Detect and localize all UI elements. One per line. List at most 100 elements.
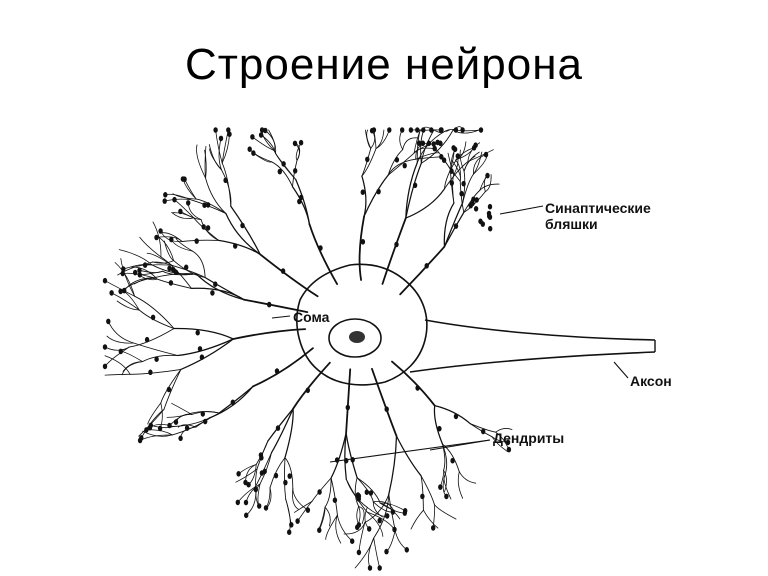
synaptic-bouton-106 <box>106 318 111 325</box>
dendrite-branch-192 <box>163 368 182 410</box>
synaptic-bouton-158 <box>385 513 390 519</box>
synaptic-bouton-176 <box>367 565 373 571</box>
dendrite-branch-182 <box>122 361 143 372</box>
synaptic-bouton-83 <box>137 272 142 278</box>
dendrite-branch-286 <box>388 493 396 531</box>
synaptic-bouton-26 <box>360 189 365 195</box>
dendrite-branches <box>104 126 513 569</box>
synaptic-bouton-68 <box>205 225 211 231</box>
dendrite-branch-178 <box>133 342 179 356</box>
dendrite-branch-212 <box>175 414 193 423</box>
synaptic-bouton-168 <box>334 457 340 463</box>
synaptic-bouton-163 <box>317 527 322 533</box>
synaptic-bouton-152 <box>364 489 369 496</box>
dendrite-branch-132 <box>195 273 245 301</box>
synaptic-bouton-6 <box>293 168 298 174</box>
synaptic-bouton-167 <box>332 497 338 504</box>
synaptic-bouton-99 <box>109 290 114 296</box>
synaptic-bouton-56 <box>453 223 459 229</box>
slide-title: Строение нейрона <box>185 40 583 89</box>
synaptic-bouton-182 <box>437 425 442 432</box>
dendrite-branch-201 <box>142 430 173 437</box>
synaptic-bouton-126 <box>274 368 280 374</box>
dendrite-branch-300 <box>443 470 447 493</box>
dendrite-branch-296 <box>458 471 477 484</box>
dendrite-branch-226 <box>259 452 272 485</box>
dendrite-branch-86 <box>484 174 492 192</box>
dendrite-branch-293 <box>391 360 436 407</box>
synaptic-bouton-174 <box>384 548 389 555</box>
synaptic-bouton-3 <box>277 168 282 175</box>
dendrite-branch-55 <box>467 142 481 162</box>
dendrite-branch-68 <box>399 245 446 296</box>
synaptic-bouton-157 <box>367 526 372 532</box>
dendrite-branch-115 <box>171 212 195 220</box>
dendrite-branch-56 <box>405 162 422 219</box>
synaptic-bouton-1 <box>247 146 252 152</box>
synaptic-bouton-123 <box>173 419 179 425</box>
synaptic-bouton-171 <box>420 493 425 500</box>
dendrite-branch-186 <box>129 368 182 375</box>
synaptic-bouton-164 <box>295 518 300 524</box>
synaptic-bouton-195 <box>480 221 485 227</box>
synaptic-bouton-10 <box>281 161 286 167</box>
dendrite-branch-172 <box>104 346 130 351</box>
synaptic-bouton-50 <box>449 180 454 186</box>
dendrite-branch-104 <box>184 178 197 200</box>
synaptic-bouton-109 <box>197 346 203 352</box>
synaptic-bouton-78 <box>226 127 231 133</box>
dendrite-branch-48 <box>405 188 446 219</box>
dendrite-branch-24 <box>387 149 404 176</box>
dendrite-branch-307 <box>491 436 508 452</box>
synaptic-bouton-34 <box>473 142 478 148</box>
synaptic-bouton-112 <box>166 386 172 393</box>
synaptic-bouton-178 <box>384 406 389 413</box>
dendrite-branch-217 <box>292 488 309 511</box>
synaptic-plaques-label-line1: Синаптические <box>545 200 651 216</box>
dendrite-branch-191 <box>147 402 162 425</box>
dendrite-branch-107 <box>204 149 207 179</box>
dendrite-branch-150 <box>152 221 162 258</box>
dendrite-branch-224 <box>285 498 291 533</box>
dendrite-branch-274 <box>371 368 398 437</box>
dendrite-branch-170 <box>128 328 175 348</box>
dendrite-branch-214 <box>292 361 331 410</box>
synaptic-bouton-64 <box>180 176 186 182</box>
synaptic-bouton-36 <box>408 127 414 133</box>
synaptic-bouton-134 <box>257 503 262 509</box>
synaptic-plaques-label: Синаптические бляшки <box>545 200 651 232</box>
synaptic-bouton-185 <box>506 446 512 453</box>
axon <box>409 319 656 373</box>
dendrites-label: Дендриты <box>493 430 565 446</box>
dendrite-branch-153 <box>173 260 206 278</box>
synaptic-bouton-29 <box>431 141 436 147</box>
dendrite-branch-18 <box>358 215 365 281</box>
synaptic-bouton-101 <box>102 363 108 370</box>
synaptic-bouton-17 <box>400 127 405 133</box>
dendrite-branch-81 <box>454 159 461 182</box>
dendrite-branch-183 <box>120 351 143 362</box>
dendrite-branch-276 <box>420 475 435 506</box>
dendrite-branch-241 <box>345 368 352 434</box>
synaptic-bouton-103 <box>144 336 150 343</box>
dendrite-branch-195 <box>252 347 314 388</box>
dendrite-branch-259 <box>345 478 368 513</box>
dendrite-branch-275 <box>395 435 422 477</box>
synaptic-bouton-35 <box>449 168 454 174</box>
dendrite-branch-128 <box>215 129 223 164</box>
dendrite-branch-253 <box>358 506 365 524</box>
synaptic-bouton-65 <box>205 202 211 208</box>
dendrite-branch-173 <box>134 295 175 329</box>
dendrite-branch-310 <box>495 428 513 433</box>
synaptic-bouton-107 <box>118 348 124 355</box>
synaptic-bouton-175 <box>377 565 382 571</box>
dendrite-branch-285 <box>343 522 366 535</box>
dendrite-branch-100 <box>164 193 191 200</box>
dendrite-branch-40 <box>381 217 407 285</box>
dendrite-branch-22 <box>415 143 428 160</box>
synaptic-boutons <box>102 127 512 571</box>
dendrite-branch-164 <box>232 328 307 340</box>
synaptic-bouton-71 <box>158 228 163 234</box>
dendrite-branch-304 <box>434 404 471 425</box>
